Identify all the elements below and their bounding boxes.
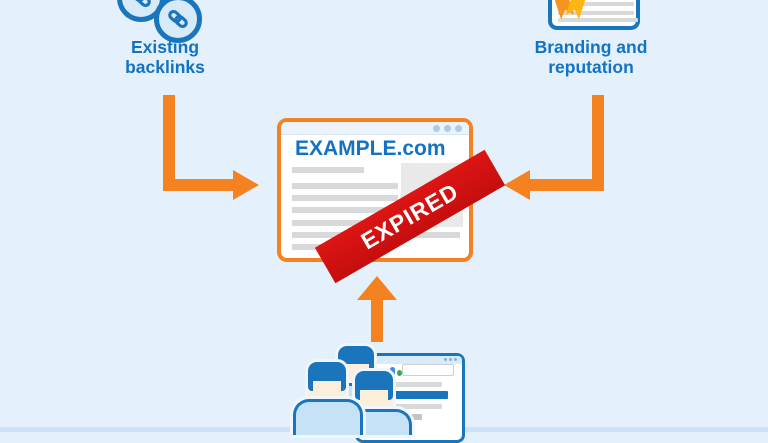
window-dot [455,125,462,132]
browser-titlebar [281,122,469,135]
document-text-line [558,11,634,15]
content-line [292,183,398,189]
user-sideburn [388,383,393,401]
user-sideburn [355,383,360,401]
logo-dot [390,367,395,376]
document-text-line [558,18,638,22]
window-dot [433,125,440,132]
result-bar [378,382,442,387]
content-line [292,167,364,173]
arrow-left-horizontal [163,179,233,191]
content-line [292,207,398,213]
arrow-up-head-icon [357,276,397,300]
document-text-line [582,2,634,6]
backlinks-label: Existing backlinks [125,37,205,78]
search-window-titlebar [358,356,462,364]
result-bar-highlighted [378,391,448,399]
window-dot [444,358,447,361]
window-dot [454,358,457,361]
link-icon [154,0,202,43]
content-line [292,220,386,226]
award-ribbon-icon [553,0,593,20]
user-sideburn [341,374,346,392]
window-dots-icon [433,125,462,132]
user-head [355,371,393,413]
user-hair [308,362,346,381]
arrow-right-head-icon [504,170,530,200]
user-sideburn [308,374,313,392]
search-input-box [402,364,454,376]
window-dot [444,125,451,132]
site-title: EXAMPLE.com [295,137,446,160]
result-bar [378,404,442,409]
logo-dot [397,370,402,376]
user-hair [355,371,393,390]
window-dot [449,358,452,361]
arrow-right-vertical [592,95,604,191]
arrow-right-horizontal [530,179,604,191]
content-line [292,195,398,201]
user-body [293,399,363,435]
arrow-left-head-icon [233,170,259,200]
user-head [308,362,346,404]
window-dots-icon [444,358,457,361]
arrow-up-vertical [371,298,383,342]
chain-link-glyph [168,9,188,29]
branding-label: Branding and reputation [534,37,648,78]
user-sideburn [369,358,374,375]
user-hair [338,346,374,365]
arrow-left-vertical [163,95,175,191]
chain-link-glyph [131,0,151,8]
